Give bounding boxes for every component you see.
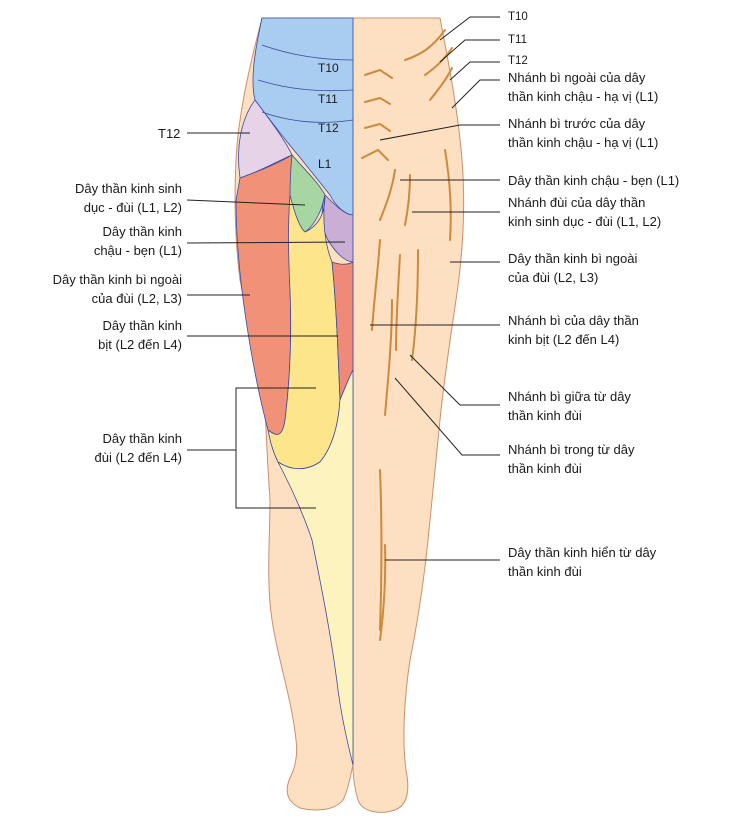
nerve-branches: [361, 29, 453, 641]
label-lateral-cutaneous-left: Dây thần kinh bì ngoài của đùi (L2, L3): [52, 272, 182, 306]
label-saphenous: Dây thần kinh hiển từ dây thần kinh đùi: [508, 545, 657, 579]
segment-label-t10: T10: [318, 61, 339, 75]
label-medial-cutaneous: Nhánh bì trong từ dây thần kinh đùi: [508, 442, 635, 476]
label-genitofemoral: Dây thần kinh sinh dục - đùi (L1, L2): [75, 181, 182, 215]
label-obturator-cutaneous-right: Nhánh bì của dây thần kinh bịt (L2 đến L…: [508, 313, 639, 347]
label-t12-left: T12: [158, 126, 181, 141]
segment-line-t11: [257, 79, 354, 92]
label-iliohypogastric-lateral: Nhánh bì ngoài của dây thần kinh chậu - …: [508, 70, 659, 104]
label-t11-right: T11: [508, 34, 527, 46]
segment-label-t12: T12: [318, 121, 339, 135]
segment-line-t12: [261, 111, 354, 123]
label-ilioinguinal-left: Dây thần kinh chậu - bẹn (L1): [93, 224, 182, 258]
label-iliohypogastric-anterior: Nhánh bì trước của dây thần kinh chậu - …: [508, 116, 659, 150]
leader-lines: [186, 16, 500, 561]
segment-line-t10: [261, 44, 354, 61]
saphenous-region: [277, 369, 354, 766]
right-leg-skin: [352, 17, 465, 813]
label-femoral-branch-genitofemoral: Nhánh đùi của dây thần kinh sinh dục - đ…: [508, 195, 662, 229]
segment-label-t11: T11: [318, 92, 338, 106]
label-lateral-cutaneous-right: Dây thần kinh bì ngoài của đùi (L2, L3): [508, 251, 638, 285]
label-femoral-left: Dây thần kinh đùi (L2 đến L4): [94, 431, 182, 465]
label-obturator-left: Dây thần kinh bịt (L2 đến L4): [98, 318, 182, 352]
label-t12-right: T12: [508, 55, 528, 67]
label-ilioinguinal-right: Dây thần kinh chậu - bẹn (L1): [508, 173, 680, 188]
thoracic-dermatome-region: [252, 17, 354, 216]
label-t10-right: T10: [508, 11, 528, 23]
segment-label-l1: L1: [318, 157, 332, 171]
label-intermediate-cutaneous: Nhánh bì giữa từ dây thần kinh đùi: [508, 389, 631, 423]
